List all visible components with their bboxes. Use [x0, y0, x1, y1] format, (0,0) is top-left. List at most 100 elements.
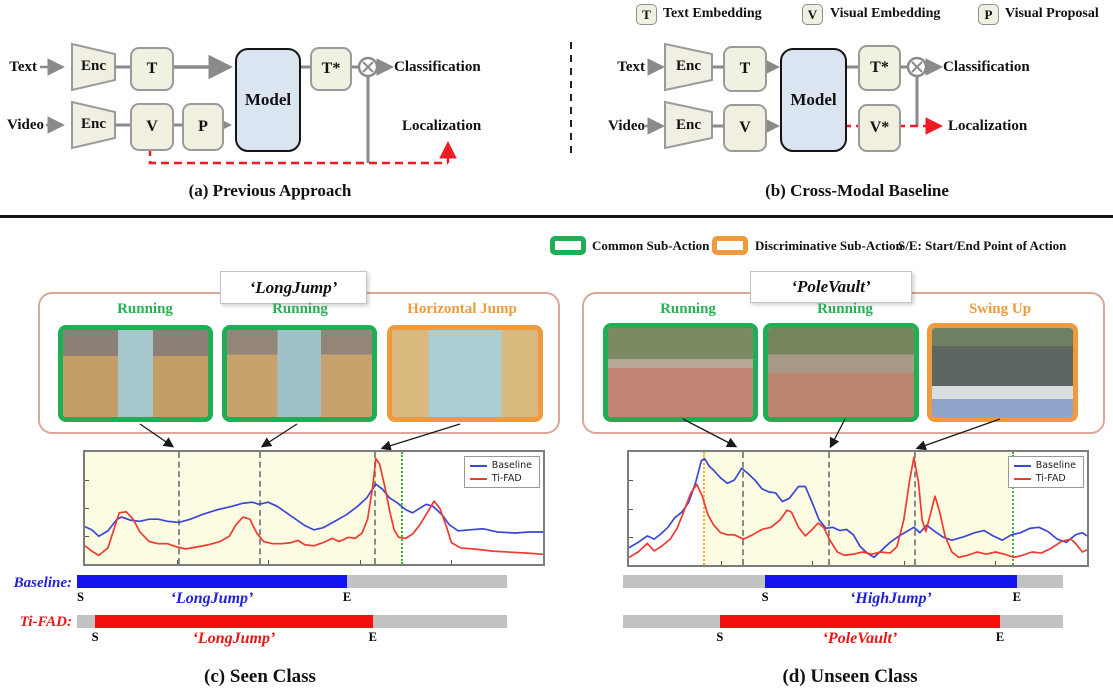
y-tick — [629, 536, 633, 538]
start-point-label: S — [761, 590, 769, 604]
action-start-marker — [702, 452, 705, 565]
input-label-video-a: Video — [7, 117, 44, 133]
video-frame-d2-scene — [768, 328, 914, 417]
y-tick — [629, 480, 633, 482]
panel-d-title-box: ‘PoleVault’ — [750, 271, 912, 303]
baseline-interval-bar-c — [77, 575, 507, 588]
interval-segment — [372, 615, 507, 628]
tifad-bar-annot-d: S E ‘PoleVault’ — [623, 630, 1063, 650]
x-tick — [903, 561, 905, 565]
video-frame-c2-scene — [227, 330, 372, 417]
input-label-text-a: Text — [9, 59, 37, 75]
subaction-label-running-c1: Running — [117, 301, 173, 317]
input-label-text-b: Text — [617, 59, 645, 75]
action-span-highlight-c — [85, 452, 401, 564]
legend-entry-label: Baseline — [1035, 460, 1076, 471]
legend-line-swatch — [1013, 464, 1031, 467]
x-tick — [720, 561, 722, 565]
detected-action-label: ‘PoleVault’ — [822, 630, 898, 647]
panel-c-title-box: ‘LongJump’ — [220, 271, 367, 304]
curves-c — [85, 452, 543, 564]
subaction-marker-1 — [178, 452, 181, 564]
classification-label-b: Classification — [943, 59, 1030, 75]
ti-fad-curve — [629, 458, 1087, 558]
action-end-marker — [400, 452, 403, 564]
classification-label-a: Classification — [394, 59, 481, 75]
subaction-label-running-d2: Running — [817, 301, 873, 317]
subaction-marker-3 — [913, 452, 916, 565]
detected-action-label: ‘LongJump’ — [170, 590, 254, 607]
enc-label-video-b: Enc — [675, 117, 701, 133]
video-frame-c3 — [387, 325, 543, 422]
detected-action-label: ‘HighJump’ — [850, 590, 932, 607]
curves-d — [629, 452, 1087, 565]
visual-embedding-label: Visual Embedding — [830, 6, 941, 21]
subaction-label-running-d1: Running — [660, 301, 716, 317]
caption-a: (a) Previous Approach — [188, 181, 352, 200]
v-embedding-box-a: V — [130, 103, 174, 151]
baseline-curve — [85, 484, 543, 536]
caption-b: (b) Cross-Modal Baseline — [765, 181, 949, 200]
interval-segment — [77, 615, 96, 628]
y-tick — [629, 508, 633, 510]
interval-segment — [347, 575, 507, 588]
legend-entry-ti-fad: Ti-FAD — [469, 472, 532, 485]
legend-entry-baseline: Baseline — [1013, 459, 1076, 472]
interval-segment — [1016, 575, 1063, 588]
start-point-label: S — [76, 590, 84, 604]
video-frame-c1-scene — [63, 330, 208, 417]
subaction-label-swing-up: Swing Up — [968, 301, 1032, 317]
text-embedding-label: Text Embedding — [663, 6, 762, 21]
model-box-b: Model — [780, 48, 847, 152]
ti-fad-curve — [85, 459, 543, 556]
video-frame-d3 — [927, 323, 1078, 422]
action-span-highlight-d — [702, 452, 1013, 565]
localization-label-b: Localization — [948, 118, 1028, 134]
subaction-label-horizontal-jump: Horizontal Jump — [407, 301, 517, 317]
input-label-video-b: Video — [608, 118, 645, 134]
discriminative-subaction-label: Discriminative Sub-Action — [755, 238, 903, 253]
visual-proposal-chip: P — [978, 4, 999, 25]
start-point-label: S — [91, 630, 99, 644]
multiply-cross-1 — [362, 61, 374, 73]
x-tick — [176, 560, 178, 564]
legend-line-swatch — [1013, 477, 1031, 480]
detected-action-label: ‘LongJump’ — [192, 630, 276, 647]
interval-segment — [95, 615, 373, 628]
interval-segment — [623, 615, 720, 628]
legend-entry-label: Baseline — [491, 460, 532, 471]
subaction-marker-3 — [373, 452, 376, 564]
y-tick — [85, 508, 89, 509]
end-point-label: E — [368, 630, 377, 644]
chip-letter-v: V — [807, 6, 818, 22]
multiply-cross-b2 — [911, 61, 923, 73]
common-subaction-label: Common Sub-Action — [592, 238, 710, 253]
video-frame-d2 — [763, 323, 919, 422]
multiply-cross-2 — [362, 61, 374, 73]
discriminative-subaction-chip — [712, 236, 748, 255]
multiply-icon-b — [906, 56, 928, 78]
legend-entry-ti-fad: Ti-FAD — [1013, 472, 1076, 485]
chip-letter-t: T — [642, 6, 651, 22]
baseline-bar-annot-d: S E ‘HighJump’ — [623, 590, 1063, 610]
legend-line-swatch — [469, 477, 487, 480]
end-point-label: E — [1012, 590, 1021, 604]
visual-embedding-chip: V — [802, 4, 823, 25]
interval-segment — [77, 575, 348, 588]
interval-segment — [719, 615, 1001, 628]
video-frame-c2 — [222, 325, 377, 422]
tstar-box-b: T* — [858, 45, 901, 91]
legend-entry-baseline: Baseline — [469, 459, 532, 472]
x-tick — [812, 561, 814, 565]
end-point-label: E — [995, 630, 1005, 644]
y-tick — [85, 480, 89, 481]
start-point-label: S — [716, 630, 724, 644]
text-embedding-chip: T — [636, 4, 657, 25]
video-frame-d1-scene — [608, 328, 753, 417]
